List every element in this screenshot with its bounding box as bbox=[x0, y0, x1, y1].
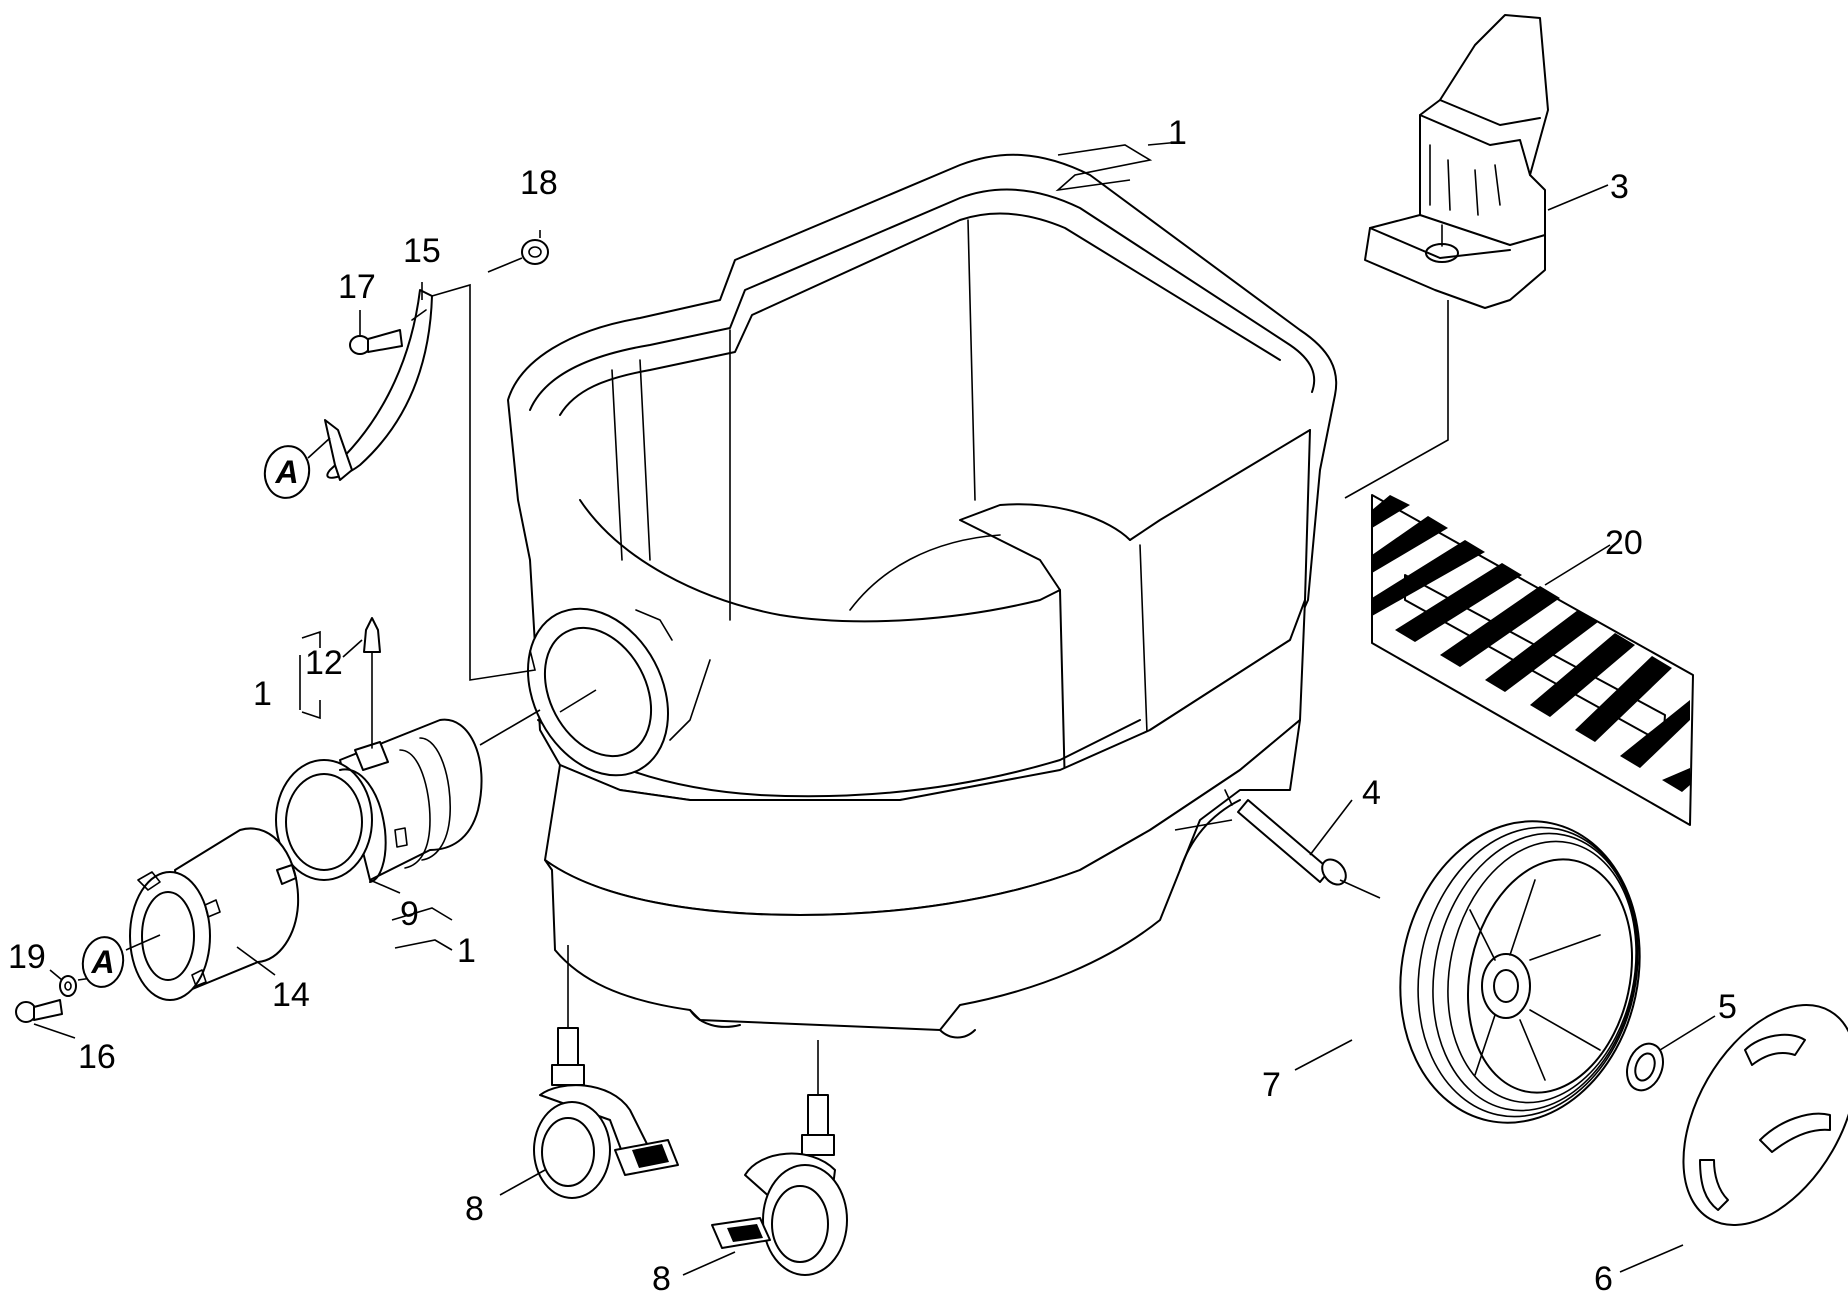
label-5: 5 bbox=[1718, 988, 1737, 1026]
label-16: 16 bbox=[78, 1038, 116, 1076]
leader-lines bbox=[33, 141, 1716, 1276]
bracket-part bbox=[1364, 14, 1549, 309]
reference-a-bottom: A bbox=[81, 936, 125, 988]
label-18: 18 bbox=[520, 164, 558, 202]
hose-connector-part bbox=[275, 718, 483, 883]
label-9: 9 bbox=[400, 895, 419, 933]
label-4: 4 bbox=[1362, 774, 1381, 812]
screw-part-16 bbox=[15, 999, 63, 1023]
collar-part bbox=[129, 827, 300, 1001]
caster-part-left bbox=[533, 1027, 679, 1199]
retaining-ring-part bbox=[1626, 1042, 1664, 1092]
label-8-right: 8 bbox=[652, 1260, 671, 1298]
label-20: 20 bbox=[1605, 524, 1643, 562]
reference-a-top-text: A bbox=[274, 454, 298, 490]
label-17: 17 bbox=[338, 268, 376, 306]
reference-a-bottom-text: A bbox=[90, 944, 114, 980]
warning-sticker-part bbox=[1371, 494, 1694, 826]
axle-part bbox=[1237, 799, 1347, 886]
pin-part bbox=[363, 617, 381, 749]
nut-part bbox=[521, 239, 549, 265]
label-1-top: 1 bbox=[1168, 114, 1187, 152]
caster-part-right bbox=[711, 1094, 848, 1276]
label-19: 19 bbox=[8, 938, 46, 976]
label-8-left: 8 bbox=[465, 1190, 484, 1228]
part-labels: 1 3 20 4 5 6 7 8 8 9 1 12 1 14 15 16 17 … bbox=[8, 114, 1737, 1298]
label-6: 6 bbox=[1594, 1260, 1613, 1298]
hub-cap-part bbox=[1682, 1004, 1848, 1226]
reference-a-top: A bbox=[263, 445, 311, 499]
label-1-bottom: 1 bbox=[457, 932, 476, 970]
strap-part bbox=[324, 289, 433, 481]
label-1-left: 1 bbox=[253, 675, 272, 713]
washer-part bbox=[59, 975, 77, 997]
label-3: 3 bbox=[1610, 168, 1629, 206]
label-7: 7 bbox=[1262, 1066, 1281, 1104]
label-12: 12 bbox=[305, 644, 343, 682]
wheel-part bbox=[1399, 820, 1641, 1124]
screw-part-17 bbox=[349, 329, 403, 355]
label-14: 14 bbox=[272, 976, 310, 1014]
label-15: 15 bbox=[403, 232, 441, 270]
tank-part bbox=[507, 153, 1338, 1039]
